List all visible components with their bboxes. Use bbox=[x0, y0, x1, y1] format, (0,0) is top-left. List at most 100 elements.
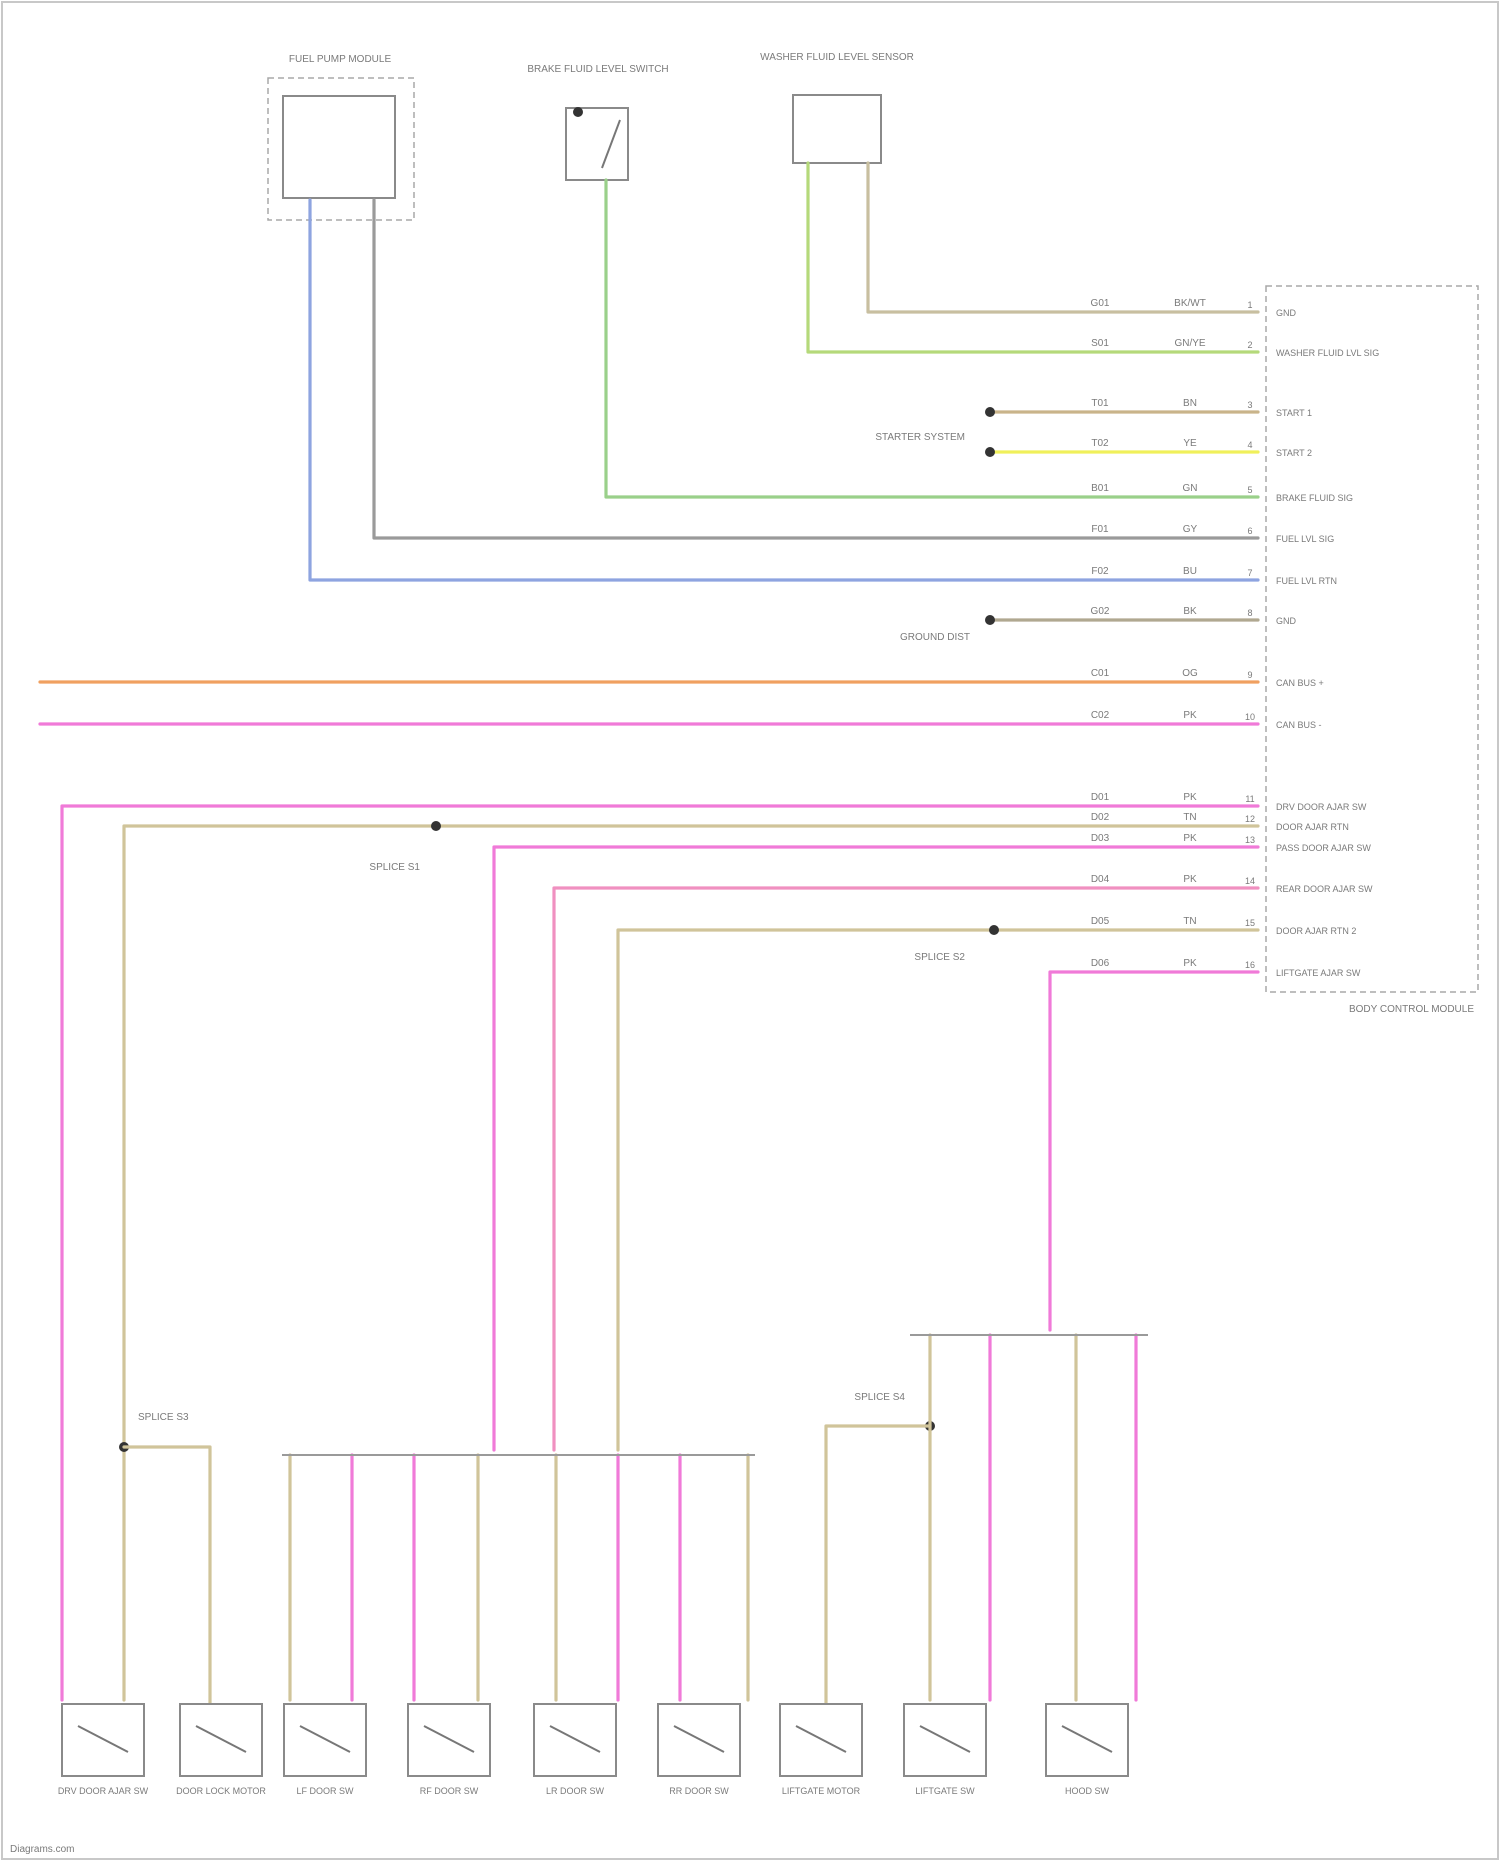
bcm-pin-number: 11 bbox=[1245, 794, 1254, 804]
bcm-pin-label: START 2 bbox=[1276, 448, 1312, 458]
brake-fluid-switch: BRAKE FLUID LEVEL SWITCH bbox=[527, 64, 668, 180]
bcm-pin-label: DOOR AJAR RTN bbox=[1276, 822, 1349, 832]
wire-color-label: GN bbox=[1183, 483, 1198, 494]
bcm-pin-number: 13 bbox=[1245, 835, 1255, 845]
bottom-component-label: DRV DOOR AJAR SW bbox=[58, 1786, 149, 1796]
wire bbox=[1050, 972, 1258, 1330]
wire bbox=[618, 930, 1258, 1450]
wire-color-label: PK bbox=[1183, 792, 1197, 803]
wire-code-label: D06 bbox=[1091, 958, 1110, 969]
fuel-pump-box bbox=[283, 96, 395, 198]
wire-code-label: G01 bbox=[1091, 298, 1110, 309]
bcm-pin-number: 4 bbox=[1247, 440, 1252, 450]
bcm-pin-number: 9 bbox=[1247, 670, 1252, 680]
bottom-component-label: LF DOOR SW bbox=[296, 1786, 354, 1796]
bcm-label: BODY CONTROL MODULE bbox=[1349, 1004, 1474, 1015]
bcm-pin-label: WASHER FLUID LVL SIG bbox=[1276, 348, 1379, 358]
bottom-component-label: LIFTGATE MOTOR bbox=[782, 1786, 861, 1796]
wire-color-label: OG bbox=[1182, 668, 1198, 679]
wire-color-label: TN bbox=[1183, 916, 1196, 927]
bcm-pin-number: 5 bbox=[1247, 485, 1252, 495]
bcm-pin-label: PASS DOOR AJAR SW bbox=[1276, 843, 1371, 853]
wire-color-label: BK/WT bbox=[1174, 298, 1206, 309]
bcm-pin-number: 15 bbox=[1245, 918, 1255, 928]
wire-color-label: PK bbox=[1183, 958, 1197, 969]
bottom-component-label: LR DOOR SW bbox=[546, 1786, 605, 1796]
wire-color-label: YE bbox=[1183, 438, 1197, 449]
wire-code-label: C01 bbox=[1091, 668, 1110, 679]
bcm-pin-number: 3 bbox=[1247, 400, 1252, 410]
brake-switch-label: BRAKE FLUID LEVEL SWITCH bbox=[527, 64, 668, 75]
wire-color-label: GY bbox=[1183, 524, 1198, 535]
wire-code-label: D03 bbox=[1091, 833, 1110, 844]
wire-color-label: PK bbox=[1183, 710, 1197, 721]
bottom-component-label: RR DOOR SW bbox=[669, 1786, 729, 1796]
bottom-component-label: HOOD SW bbox=[1065, 1786, 1110, 1796]
fuel-pump-label: FUEL PUMP MODULE bbox=[289, 54, 392, 65]
wire bbox=[808, 163, 1258, 352]
wire-code-label: G02 bbox=[1091, 606, 1110, 617]
wire-color-label: PK bbox=[1183, 833, 1197, 844]
bcm-pin-number: 1 bbox=[1247, 300, 1252, 310]
splice-dot bbox=[985, 447, 995, 457]
bcm-pin-label: GND bbox=[1276, 616, 1297, 626]
bcm-pin-number: 7 bbox=[1247, 568, 1252, 578]
wire bbox=[494, 847, 1258, 1450]
wire bbox=[868, 163, 1258, 312]
fuel-pump-module: FUEL PUMP MODULE bbox=[268, 54, 414, 220]
splice-a-label: SPLICE S1 bbox=[369, 862, 420, 873]
wire-code-label: B01 bbox=[1091, 483, 1109, 494]
bcm-pin-number: 12 bbox=[1245, 814, 1255, 824]
bcm-pin-number: 6 bbox=[1247, 526, 1252, 536]
wire-color-label: TN bbox=[1183, 812, 1196, 823]
bcm-pin-label: FUEL LVL RTN bbox=[1276, 576, 1337, 586]
wire bbox=[62, 806, 1258, 1700]
wire-code-label: D02 bbox=[1091, 812, 1110, 823]
wire bbox=[374, 200, 1258, 538]
washer-fluid-sensor: WASHER FLUID LEVEL SENSOR bbox=[760, 52, 914, 163]
wire-color-label: BN bbox=[1183, 398, 1197, 409]
bcm-pin-label: BRAKE FLUID SIG bbox=[1276, 493, 1353, 503]
splice-dot bbox=[985, 407, 995, 417]
splice-dot bbox=[985, 615, 995, 625]
wire-code-label: C02 bbox=[1091, 710, 1110, 721]
bcm-pin-label: LIFTGATE AJAR SW bbox=[1276, 968, 1361, 978]
bcm-pin-label: CAN BUS + bbox=[1276, 678, 1324, 688]
bcm-pin-number: 16 bbox=[1245, 960, 1255, 970]
bottom-component-label: RF DOOR SW bbox=[420, 1786, 479, 1796]
bcm-pin-label: DOOR AJAR RTN 2 bbox=[1276, 926, 1356, 936]
watermark: Diagrams.com bbox=[10, 1844, 74, 1855]
wire bbox=[310, 200, 1258, 580]
wire bbox=[124, 1447, 210, 1710]
bcm-pin-label: CAN BUS - bbox=[1276, 720, 1322, 730]
splice-dot bbox=[989, 925, 999, 935]
bottom-components: DRV DOOR AJAR SW DOOR LOCK MOTOR LF DOOR S… bbox=[58, 1704, 1128, 1796]
wire-code-label: D05 bbox=[1091, 916, 1110, 927]
wire-color-label: GN/YE bbox=[1174, 338, 1205, 349]
wire-color-label: BK bbox=[1183, 606, 1197, 617]
splice-d-label: SPLICE S4 bbox=[854, 1392, 905, 1403]
wire bbox=[606, 180, 1258, 497]
bottom-component-label: LIFTGATE SW bbox=[915, 1786, 975, 1796]
bcm-pin-number: 8 bbox=[1247, 608, 1252, 618]
bcm-pin-number: 14 bbox=[1245, 876, 1255, 886]
bcm-pin-number: 10 bbox=[1245, 712, 1255, 722]
wire-color-label: PK bbox=[1183, 874, 1197, 885]
body-control-module: BODY CONTROL MODULE bbox=[1266, 286, 1478, 1015]
splice-b-label: SPLICE S2 bbox=[914, 952, 965, 963]
washer-sensor-label: WASHER FLUID LEVEL SENSOR bbox=[760, 52, 914, 63]
bcm-pin-label: START 1 bbox=[1276, 408, 1312, 418]
brake-switch-terminal bbox=[573, 107, 583, 117]
wire-code-label: D01 bbox=[1091, 792, 1110, 803]
starter-ref-label: STARTER SYSTEM bbox=[875, 432, 965, 443]
bottom-component-label: DOOR LOCK MOTOR bbox=[176, 1786, 266, 1796]
wire-code-label: T02 bbox=[1091, 438, 1109, 449]
splice-dot bbox=[431, 821, 441, 831]
bcm-pin-label: REAR DOOR AJAR SW bbox=[1276, 884, 1373, 894]
wire bbox=[826, 1426, 930, 1710]
splice-c-label: SPLICE S3 bbox=[138, 1412, 189, 1423]
wire bbox=[124, 826, 1258, 1700]
